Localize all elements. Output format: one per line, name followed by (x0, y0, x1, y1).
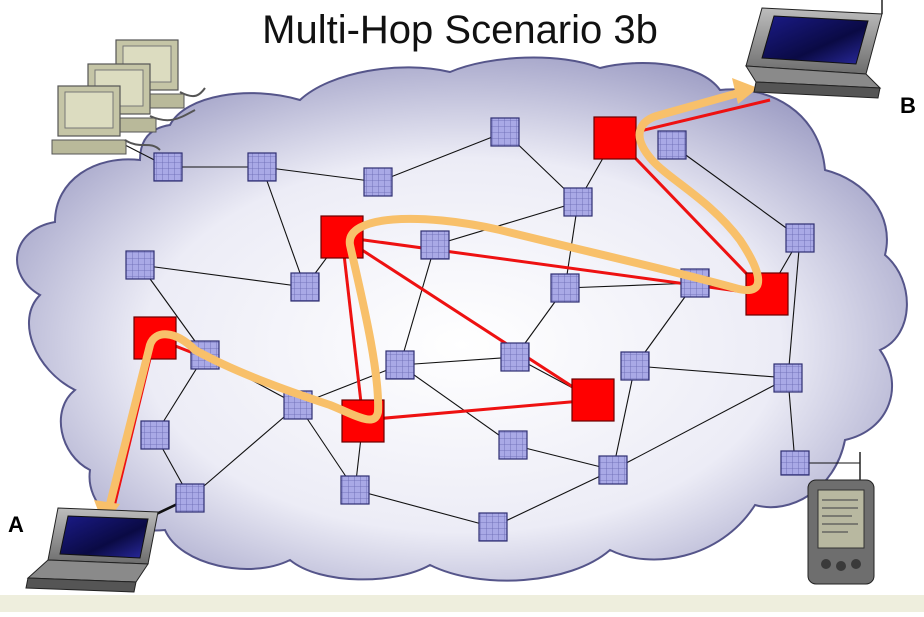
network-node (498, 430, 528, 460)
network-node (550, 273, 580, 303)
laptop-icon (25, 507, 159, 593)
network-node (153, 152, 183, 182)
desktop-cluster-icon (51, 39, 206, 155)
network-node (385, 350, 415, 380)
network-node (340, 475, 370, 505)
network-node (420, 230, 450, 260)
network-node (657, 130, 687, 160)
network-node (490, 117, 520, 147)
network-node (290, 272, 320, 302)
active-node (571, 378, 615, 422)
network-node (598, 455, 628, 485)
network-node (140, 420, 170, 450)
network-node (125, 250, 155, 280)
network-node (500, 342, 530, 372)
pda-icon (807, 452, 875, 585)
active-node (320, 215, 364, 259)
network-node (785, 223, 815, 253)
network-node (563, 187, 593, 217)
endpoint-label-a: A (8, 512, 24, 537)
endpoint-label-b: B (900, 93, 916, 118)
network-node (478, 512, 508, 542)
network-node (780, 450, 810, 476)
network-node (620, 351, 650, 381)
network-node (773, 363, 803, 393)
diagram-title: Multi-Hop Scenario 3b (262, 8, 658, 52)
network-node (247, 152, 277, 182)
network-node (363, 167, 393, 197)
active-node (745, 272, 789, 316)
footer-band (0, 595, 924, 612)
laptop-icon (745, 0, 883, 99)
active-node (593, 116, 637, 160)
network-node (175, 483, 205, 513)
